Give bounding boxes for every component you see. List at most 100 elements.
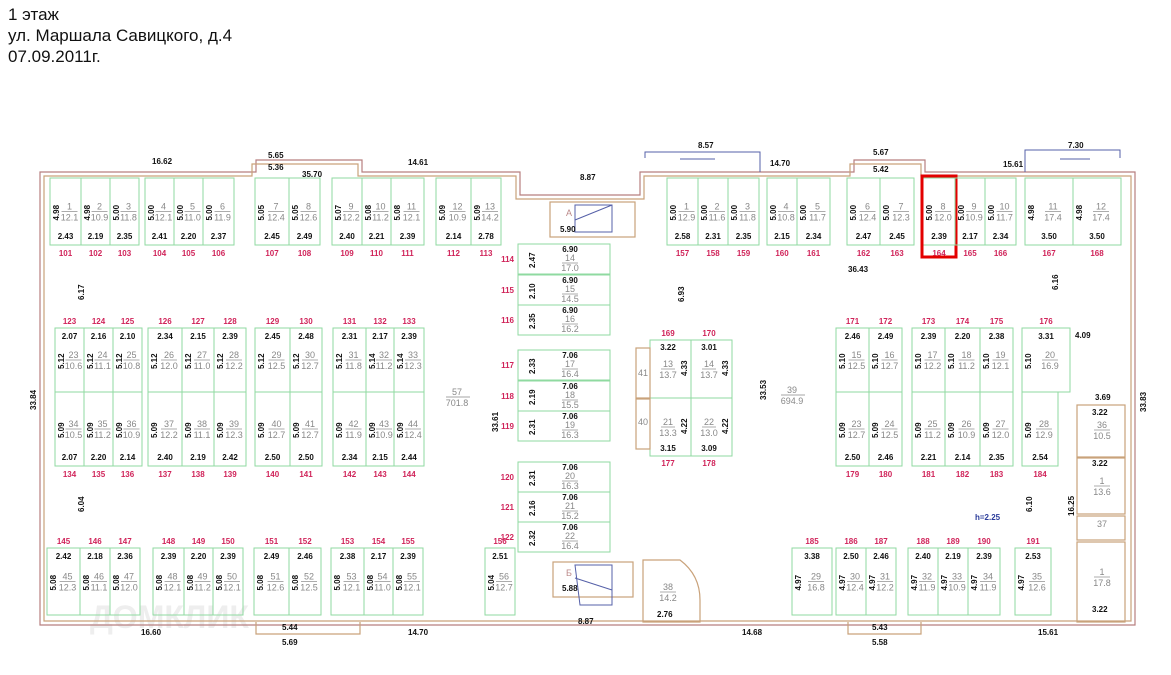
utility-room-37[interactable]: 37	[1097, 519, 1107, 529]
stair-b[interactable]: Б 5.88	[552, 561, 634, 606]
large-room-57[interactable]: 57 701.8	[446, 387, 470, 408]
utility-room-40[interactable]: 40	[635, 398, 651, 450]
stair-a[interactable]: А 5.90	[549, 201, 636, 238]
utility-room-41[interactable]: 41	[635, 347, 651, 399]
large-room-39[interactable]: 39 694.9	[781, 385, 805, 406]
utility-room-1b[interactable]: 1 17.8 3.22	[1092, 567, 1111, 614]
utility-room-36[interactable]: 3.22 36 10.5	[1092, 408, 1111, 441]
utility-room-38[interactable]: 38 14.2 2.76	[642, 559, 701, 623]
utility-room-1a[interactable]: 3.22 1 13.6	[1092, 459, 1111, 497]
